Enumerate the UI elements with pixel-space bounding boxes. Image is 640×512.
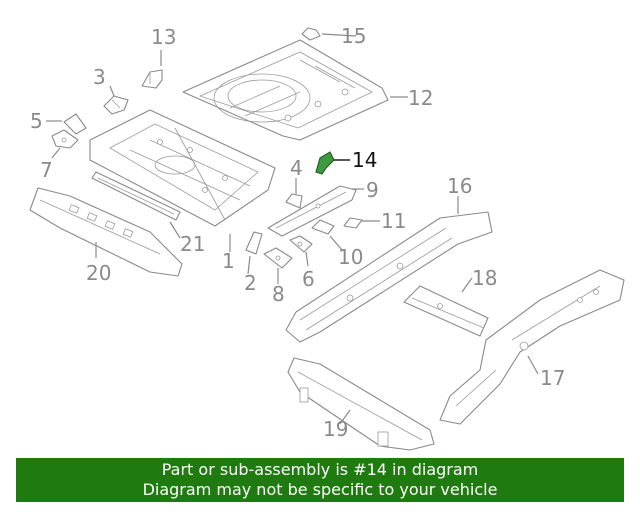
part-16-rail [285, 211, 493, 343]
callout-9: 9 [366, 178, 379, 202]
callout-19: 19 [323, 417, 348, 441]
callout-20: 20 [86, 261, 111, 285]
callout-5: 5 [30, 109, 43, 133]
part-18-bracket [403, 285, 489, 337]
callout-2: 2 [244, 271, 257, 295]
callout-21: 21 [180, 232, 205, 256]
part-12-rear-floor-pan [182, 39, 389, 141]
notice-line-1: Part or sub-assembly is #14 in diagram [161, 460, 479, 479]
part-6-bracket [289, 235, 313, 253]
part-14-highlighted [315, 151, 335, 175]
part-15-clip [301, 27, 321, 41]
part-9-crossmember [267, 185, 357, 237]
callout-11: 11 [381, 209, 406, 233]
diagram-notice-banner: Part or sub-assembly is #14 in diagram D… [16, 458, 624, 502]
callout-18: 18 [472, 266, 497, 290]
callout-1: 1 [222, 249, 235, 273]
part-17-rail [439, 269, 625, 425]
callout-8: 8 [272, 282, 285, 306]
callout-15: 15 [341, 24, 366, 48]
notice-line-2: Diagram may not be specific to your vehi… [142, 480, 498, 499]
part-19-rail [287, 357, 435, 451]
part-3-bracket [103, 95, 129, 115]
part-8-bracket [263, 247, 293, 269]
part-21-reinforcement [91, 171, 181, 221]
callout-14: 14 [352, 148, 377, 172]
callout-13: 13 [151, 25, 176, 49]
part-5-bracket [63, 113, 87, 135]
part-11-clip [343, 217, 363, 229]
callout-labels: 13 3 5 7 15 12 14 4 9 11 10 16 18 17 19 … [30, 24, 565, 441]
callout-6: 6 [302, 267, 315, 291]
callout-12: 12 [408, 86, 433, 110]
callout-17: 17 [540, 366, 565, 390]
part-20-side-rail [29, 187, 183, 277]
part-7-bracket [51, 129, 79, 149]
callout-4: 4 [290, 156, 303, 180]
part-13-bracket [141, 69, 163, 89]
callout-7: 7 [40, 158, 53, 182]
callout-3: 3 [93, 65, 106, 89]
part-4-bracket [285, 193, 303, 209]
part-10-bracket [311, 219, 335, 235]
leader-lines [46, 33, 539, 425]
part-1-center-floor-pan [89, 109, 276, 227]
part-2-bracket [245, 231, 263, 255]
callout-16: 16 [447, 174, 472, 198]
callout-10: 10 [338, 245, 363, 269]
